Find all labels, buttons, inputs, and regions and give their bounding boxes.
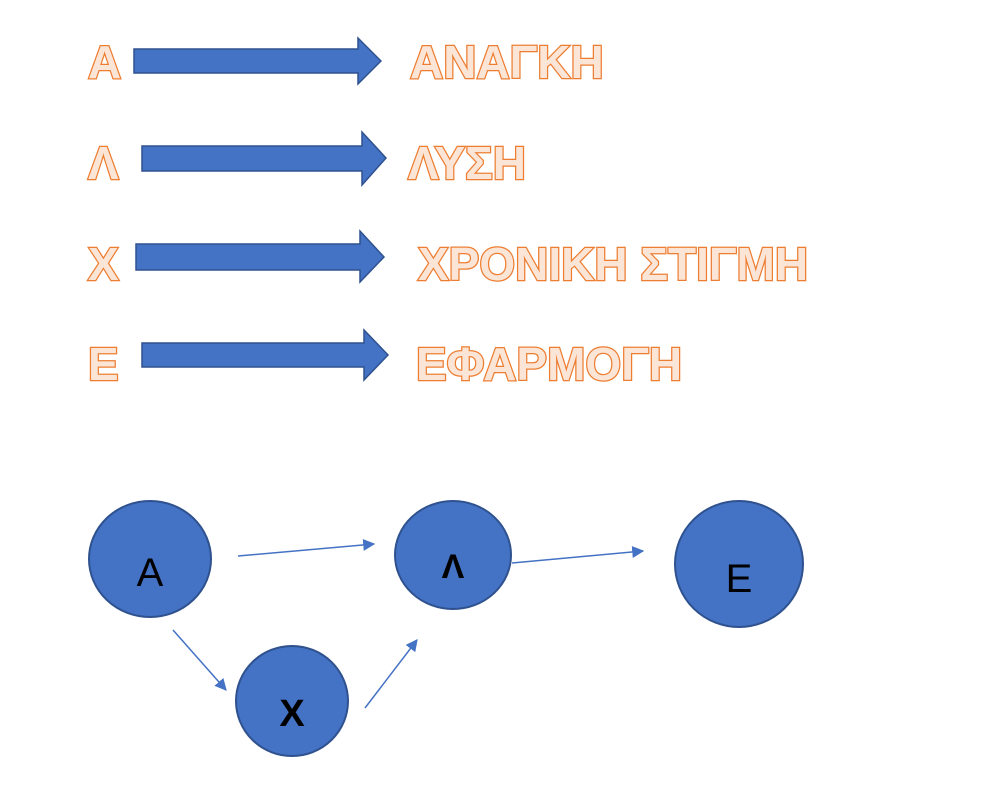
- legend-row-2: Λ ΛΥΣΗ: [87, 130, 527, 190]
- node-a-circle: [88, 500, 212, 618]
- edge-a-to-x: [172, 629, 227, 691]
- node-x: Χ: [235, 645, 349, 757]
- legend-row-4: Ε ΕΦΑΡΜΟΓΗ: [87, 328, 683, 391]
- legend-letter-4: Ε: [88, 338, 119, 390]
- node-l: Λ: [394, 500, 512, 610]
- legend-meaning-2: ΛΥΣΗ: [408, 137, 526, 189]
- legend-row-1: Α ΑΝΑΓΚΗ: [87, 35, 605, 90]
- legend-letter-1: Α: [88, 36, 121, 88]
- legend-letter-3: Χ: [88, 238, 119, 290]
- node-e-circle: [674, 500, 804, 628]
- legend-meaning-4: ΕΦΑΡΜΟΓΗ: [416, 338, 682, 390]
- legend-arrow-1: [133, 36, 383, 86]
- legend-arrow-3: [135, 229, 386, 284]
- legend-arrow-2: [141, 130, 388, 187]
- legend-meaning-3: ΧΡΟΝΙΚΗ ΣΤΙΓΜΗ: [418, 238, 808, 290]
- legend-letter-2: Λ: [88, 137, 119, 189]
- edge-x-to-l: [364, 639, 418, 709]
- node-a-label: Α: [137, 551, 164, 595]
- legend-meaning-1: ΑΝΑΓΚΗ: [410, 36, 604, 88]
- node-a: Α: [88, 500, 212, 618]
- edge-a-to-l: [237, 538, 376, 557]
- edge-l-to-e: [511, 546, 645, 564]
- legend-row-3: Χ ΧΡΟΝΙΚΗ ΣΤΙΓΜΗ: [87, 229, 809, 291]
- legend-arrow-4: [141, 328, 390, 382]
- node-e-label: Ε: [726, 557, 753, 601]
- node-e: Ε: [674, 500, 804, 628]
- node-x-label: Χ: [279, 693, 305, 735]
- node-x-circle: [235, 645, 349, 757]
- node-l-label: Λ: [442, 548, 465, 586]
- node-l-circle: [394, 500, 512, 610]
